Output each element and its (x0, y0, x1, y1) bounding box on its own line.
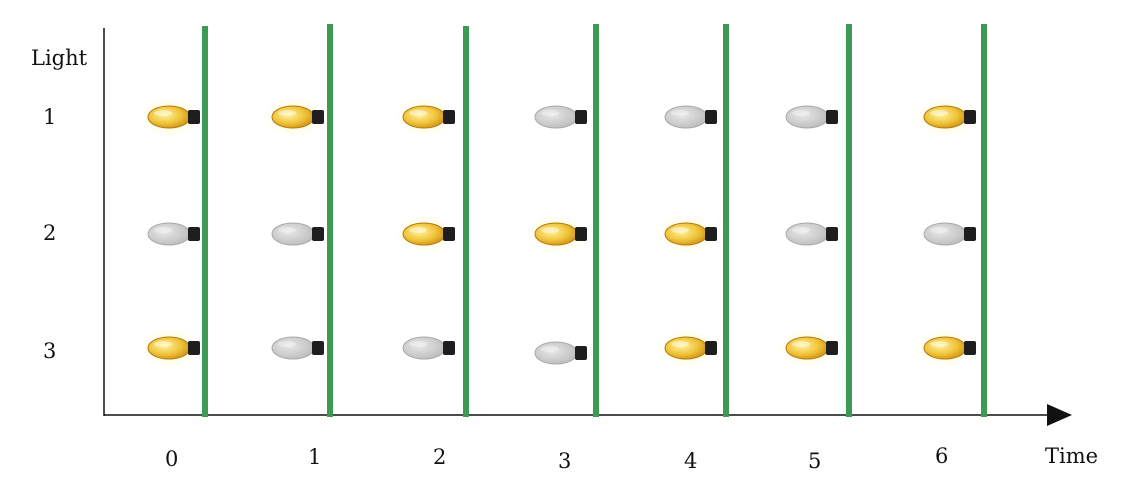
bulb-on-icon (140, 328, 200, 368)
time-divider-line (846, 24, 852, 417)
bulb-on-icon (395, 214, 455, 254)
bulb-on-icon (657, 214, 717, 254)
bulb-off-icon (147, 222, 200, 246)
bulb-on-icon (264, 97, 324, 137)
time-label-2: 2 (433, 445, 447, 469)
light-label-2: 2 (43, 221, 57, 245)
bulb-on-icon (778, 328, 838, 368)
x-axis-title: Time (1045, 444, 1099, 468)
time-label-4: 4 (684, 449, 698, 473)
bulb-off-icon (271, 222, 324, 246)
bulb-off-icon (785, 222, 838, 246)
bulb-off-icon (271, 336, 324, 360)
bulb-on-icon (916, 328, 976, 368)
time-label-1: 1 (308, 445, 322, 469)
time-divider-line (723, 24, 729, 417)
bulb-on-icon (527, 214, 587, 254)
time-divider-line (981, 24, 987, 417)
time-label-3: 3 (558, 449, 572, 473)
light-label-1: 1 (43, 105, 57, 129)
time-divider-line (202, 26, 208, 417)
time-label-5: 5 (808, 449, 822, 473)
bulb-on-icon (395, 97, 455, 137)
light-label-3: 3 (43, 339, 57, 363)
bulb-on-icon (140, 97, 200, 137)
bulb-on-icon (916, 97, 976, 137)
bulb-off-icon (402, 336, 455, 360)
time-divider-line (463, 26, 469, 417)
time-divider-line (327, 24, 333, 417)
time-label-6: 6 (935, 444, 949, 468)
time-divider-line (593, 24, 599, 417)
time-label-0: 0 (165, 447, 179, 471)
bulb-off-icon (534, 105, 587, 129)
bulb-off-icon (534, 341, 587, 365)
bulb-off-icon (785, 105, 838, 129)
bulb-on-icon (657, 328, 717, 368)
y-axis-title: Light (31, 46, 88, 70)
x-axis-arrow-icon (1047, 404, 1072, 426)
bulb-off-icon (664, 105, 717, 129)
bulb-off-icon (923, 222, 976, 246)
